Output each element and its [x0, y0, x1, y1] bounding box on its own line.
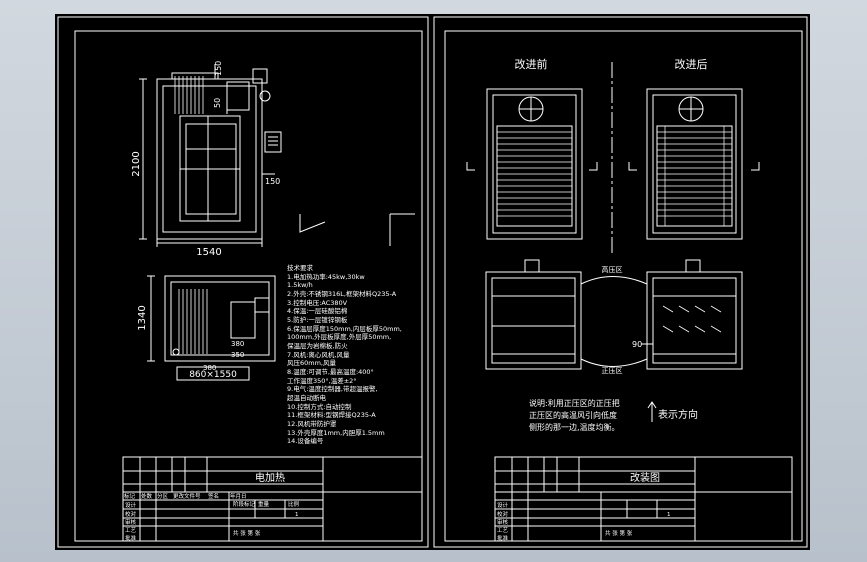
left-sheet-border — [57, 16, 429, 548]
note-line: 4.保温:一层硅酸铝棉 — [287, 306, 348, 315]
tb-row: 批准 — [125, 534, 137, 542]
note-line: 正压区的高温风引向低度 — [529, 410, 617, 420]
tb-row: 工艺 — [497, 527, 509, 534]
note-line: 保温层为岩棉板,防火 — [287, 341, 348, 350]
dim-height-plan: 1340 — [137, 305, 148, 330]
drawing-canvas: 2100 1540 150 50 150 1340 380 380 350 86… — [57, 16, 808, 548]
section-marker-before-l — [466, 162, 475, 171]
right-notes: 说明:利用正压区的正压把 正压区的高温风引向低度 侧形的那一边,温度均衡。 — [529, 398, 620, 432]
note-line: 8.温度:可调节,最高温度:400° — [287, 367, 374, 376]
tb-row: 审核 — [125, 518, 137, 526]
technical-notes: 技术要求 1.电加热功率:45kw,30kw 1.5kw/h 2.外壳:不锈钢3… — [287, 263, 402, 445]
right-title-block — [494, 456, 793, 542]
dim-width-front: 1540 — [196, 247, 221, 258]
before-unit-plan — [485, 259, 582, 370]
tb-row: 设计 — [125, 501, 137, 509]
flow-curve-bottom — [580, 358, 648, 367]
right-drawing-title: 改装图 — [630, 471, 660, 484]
low-zone-label: 正压区 — [602, 367, 623, 375]
plan-view — [147, 275, 276, 381]
note-line: 9.电气:温度控制器,带超温报警, — [287, 384, 378, 393]
dim-side-front: 150 — [265, 177, 280, 186]
before-unit-front — [486, 88, 583, 240]
tb-sheet-label: 共 张 第 张 — [233, 529, 261, 537]
tb-tag: 年月日 — [230, 492, 247, 500]
tb-row: 工艺 — [125, 527, 137, 534]
base-size-label: 860×1550 — [189, 370, 237, 380]
note-line: 10.控制方式:自动控制 — [287, 402, 352, 411]
high-zone-label: 高压区 — [602, 265, 623, 274]
after-label: 改进后 — [675, 57, 708, 71]
note-line: 7.风机:离心风机,风量 — [287, 350, 350, 359]
tb-row: 校对 — [497, 510, 509, 518]
tb-label: 重量 — [258, 500, 270, 508]
tb-row: 批准 — [497, 534, 509, 542]
note-line: 13.外壳厚度1mm,内胆厚1.5mm — [287, 428, 385, 437]
right-sheet-border — [433, 16, 808, 548]
note-line: 工作温度350°,温差±2° — [287, 376, 357, 385]
tb-tag: 标记 — [124, 492, 136, 500]
note-line: 风压60mm,风量 — [287, 359, 337, 367]
tb-tag: 分区 — [157, 492, 169, 500]
section-marker-after-l — [628, 162, 637, 171]
before-label: 改进前 — [515, 57, 548, 71]
tb-tag: 更改文件号 — [173, 492, 201, 500]
tb-row: 审核 — [497, 518, 509, 526]
note-line: 100mm,外层板厚度,外层厚50mm, — [287, 332, 391, 341]
tb-row: 校对 — [125, 510, 137, 518]
right-sheet-frame — [444, 30, 803, 542]
left-title-block — [122, 456, 423, 542]
tb-scale: 1 — [295, 512, 299, 518]
dim-a-plan: 380 — [203, 364, 216, 372]
dim-mid-front: 50 — [213, 98, 222, 108]
section-marker-before-r — [589, 162, 598, 171]
after-unit-plan — [641, 259, 743, 370]
note-line: 11.框架材料:型钢焊接Q235-A — [287, 410, 376, 419]
flow-curve-top — [580, 276, 648, 285]
direction-legend: 表示方向 — [658, 408, 698, 421]
note-line: 12.风机带防护罩 — [287, 419, 337, 428]
note-line: 5.防护:一层镀锌钢板 — [287, 315, 348, 324]
section-marker-left — [299, 214, 326, 233]
tb-label: 阶段标记 — [233, 500, 256, 508]
front-view — [139, 64, 282, 247]
tb-label: 比例 — [288, 500, 300, 508]
note-line: 6.保温层厚度150mm,内层板厚50mm, — [287, 324, 402, 333]
dim-top-front: 150 — [214, 61, 223, 76]
dim-b-plan: 380 — [231, 340, 244, 348]
section-marker-after-r — [751, 162, 760, 171]
after-unit-front — [646, 88, 743, 240]
note-line: 2.外壳:不锈钢316L,框架材料Q235-A — [287, 289, 397, 298]
note-line: 超温自动断电 — [287, 393, 327, 402]
note-line: 3.控制电压:AC380V — [287, 298, 348, 307]
tb-tag: 签名 — [208, 492, 219, 500]
dim-c-plan: 350 — [231, 351, 244, 359]
note-line: 14.设备编号 — [287, 436, 324, 445]
tb-sheet-label: 共 张 第 张 — [605, 529, 633, 537]
left-drawing-title: 电加热 — [255, 471, 285, 484]
note-line: 侧形的那一边,温度均衡。 — [529, 422, 620, 432]
note-line: 说明:利用正压区的正压把 — [529, 398, 620, 408]
note-line: 技术要求 — [287, 263, 314, 272]
dim-90-label: 90 — [632, 340, 642, 349]
tb-tag: 处数 — [141, 492, 153, 500]
tb-scale: 1 — [667, 512, 671, 518]
dim-height-front: 2100 — [131, 151, 142, 176]
note-line: 1.5kw/h — [287, 281, 313, 289]
drawing-sheet: 2100 1540 150 50 150 1340 380 380 350 86… — [55, 14, 810, 550]
note-line: 1.电加热功率:45kw,30kw — [287, 272, 365, 281]
control-panel-icon — [264, 131, 282, 153]
tb-row: 设计 — [497, 501, 509, 509]
